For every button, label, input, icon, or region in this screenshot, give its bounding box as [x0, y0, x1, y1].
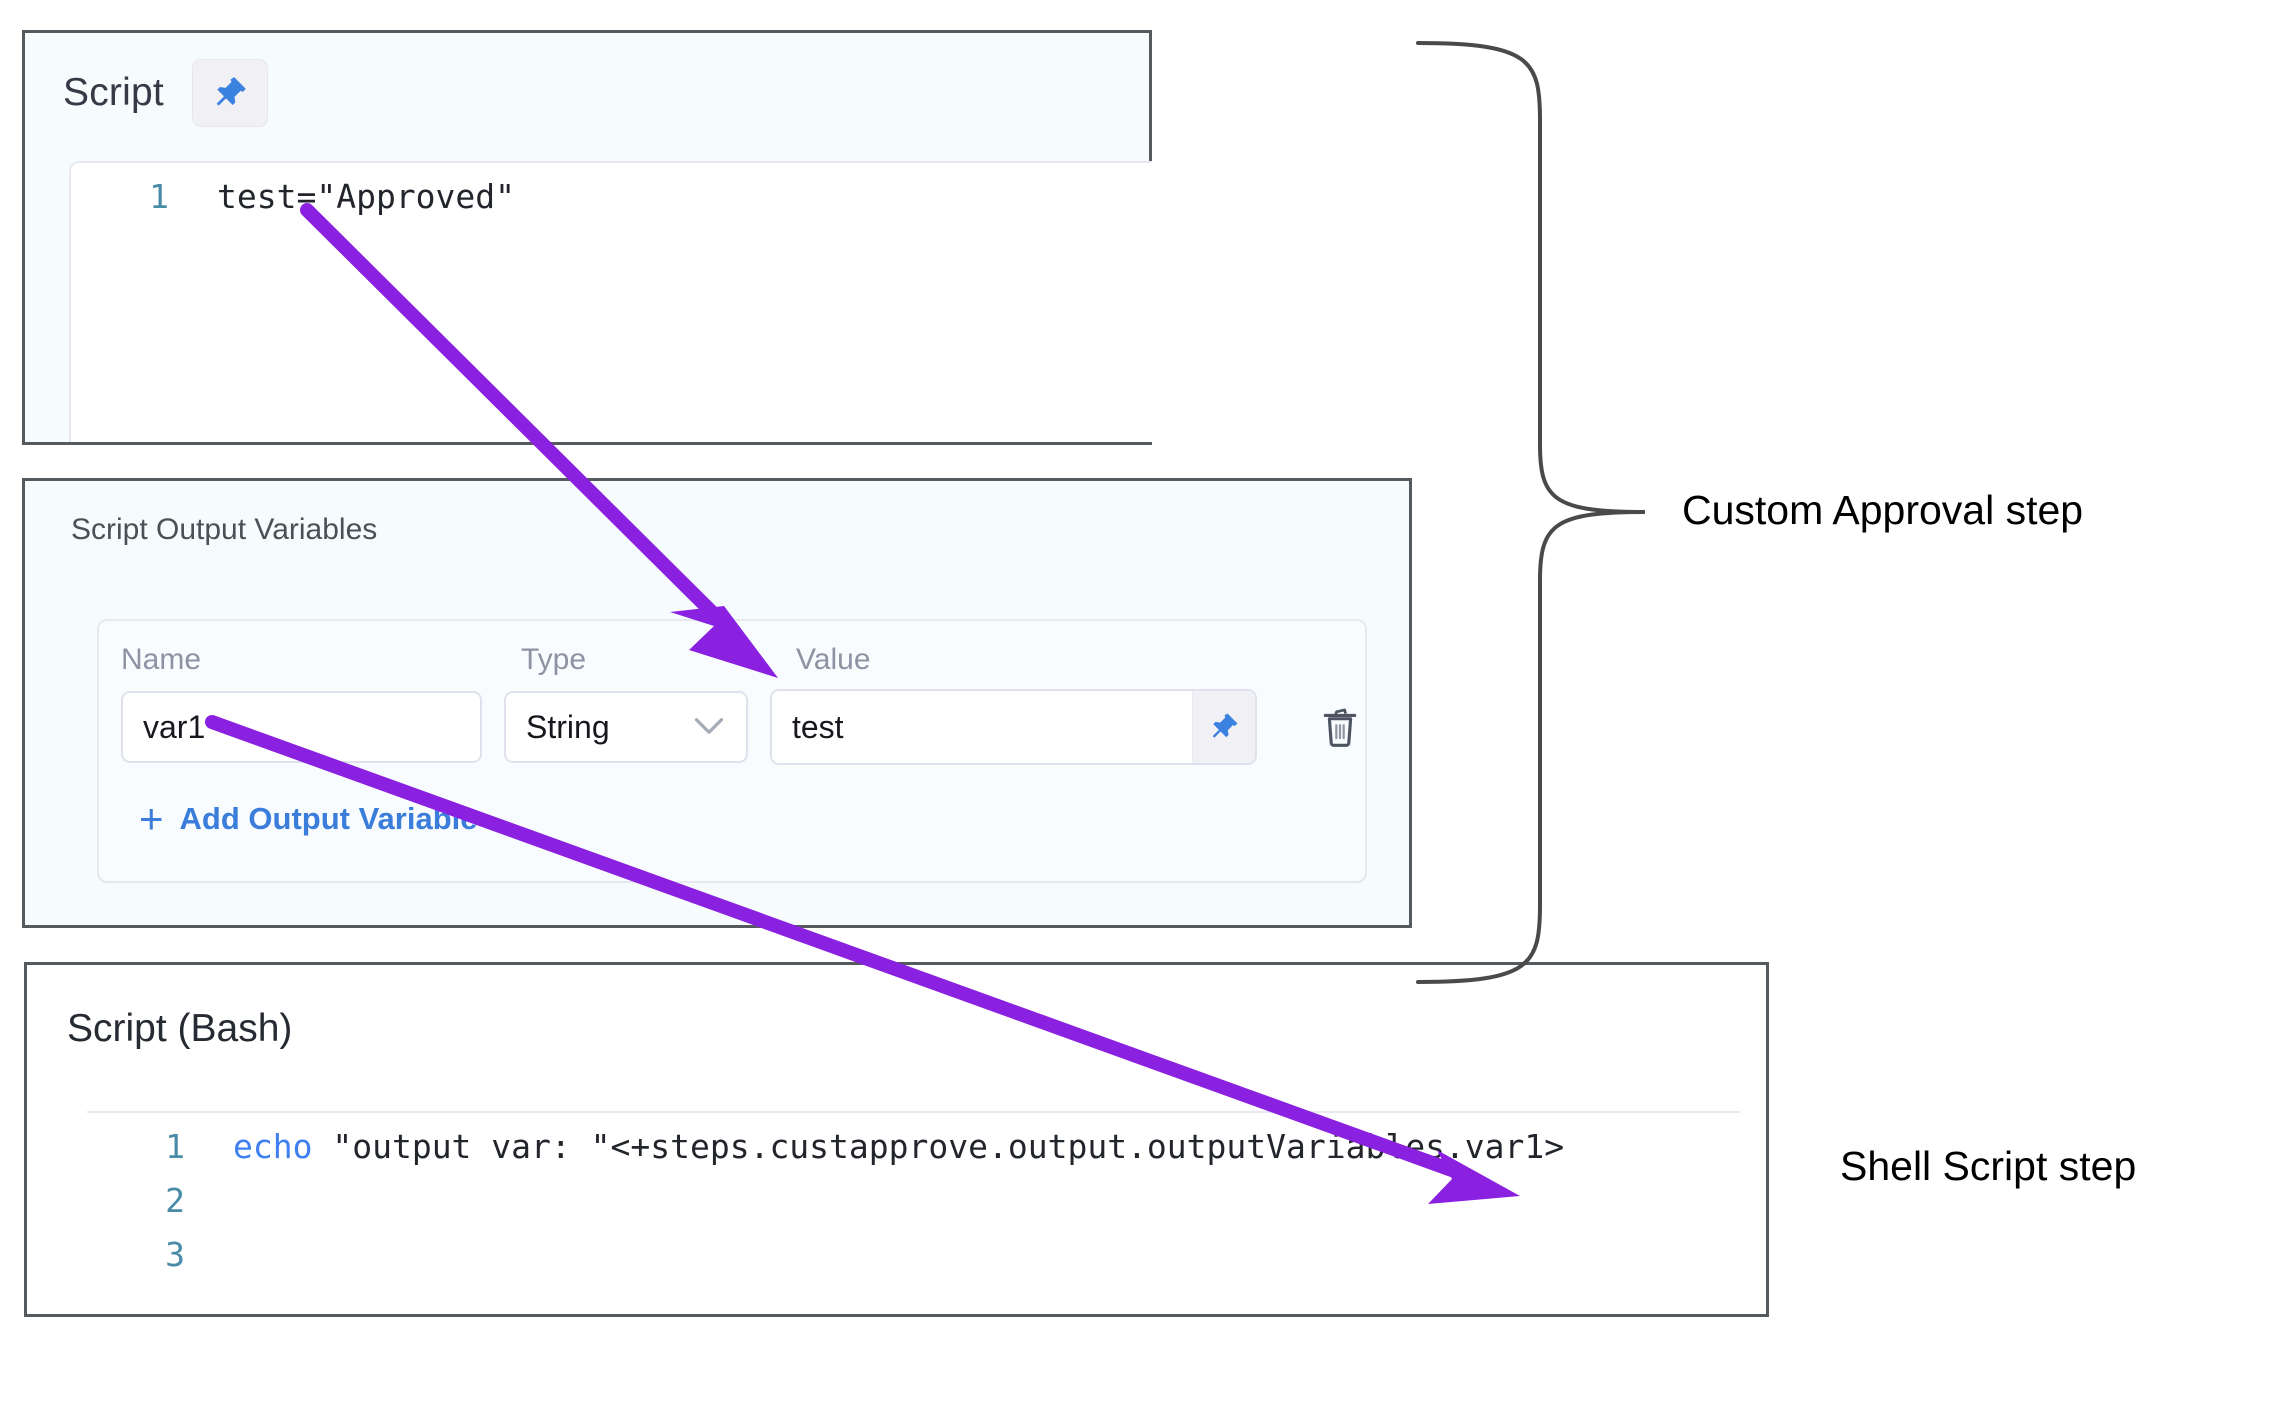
- column-header-name: Name: [121, 643, 202, 676]
- code-text: [185, 1167, 233, 1181]
- variable-type-value: String: [526, 708, 610, 745]
- code-line: 1 echo "output var: "<+steps.custapprove…: [87, 1113, 1740, 1167]
- code-line: 1 test="Approved": [71, 163, 1152, 217]
- pin-icon: [1212, 713, 1238, 738]
- delete-variable-button[interactable]: [1315, 704, 1365, 750]
- code-line: 3: [87, 1221, 1740, 1275]
- add-output-variable-button[interactable]: + Add Output Variable: [99, 765, 1365, 843]
- chevron-down-icon: [694, 714, 724, 740]
- line-number: 1: [149, 177, 169, 216]
- annotation-custom-approval-step: Custom Approval step: [1682, 487, 2084, 533]
- pin-icon: [216, 77, 246, 106]
- trash-icon: [1323, 708, 1357, 747]
- variable-type-select[interactable]: String: [504, 691, 748, 763]
- pin-icon-button[interactable]: [191, 59, 268, 127]
- script-output-variables-panel: Script Output Variables Name Type Value …: [22, 478, 1412, 928]
- bash-script-panel: Script (Bash) 1 echo "output var: "<+ste…: [24, 962, 1769, 1317]
- script-panel: Script 1 test="Approved": [22, 30, 1152, 445]
- variable-value-group: test: [769, 689, 1257, 765]
- value-pin-icon-button[interactable]: [1192, 691, 1255, 763]
- output-variables-card: Name Type Value var1 String test: [97, 619, 1367, 883]
- script-output-variables-title: Script Output Variables: [71, 513, 378, 546]
- bash-code-editor[interactable]: 1 echo "output var: "<+steps.custapprove…: [87, 1111, 1740, 1314]
- curly-brace-icon: [1416, 41, 1646, 984]
- code-keyword: echo: [233, 1127, 313, 1166]
- table-row: var1 String test: [99, 677, 1365, 765]
- code-text: test="Approved": [217, 177, 516, 216]
- table-header: Name Type Value: [99, 621, 1365, 677]
- add-output-variable-label: Add Output Variable: [179, 801, 478, 836]
- line-number: 3: [165, 1235, 185, 1274]
- variable-name-input[interactable]: var1: [121, 691, 483, 763]
- line-number: 2: [165, 1181, 185, 1220]
- variable-value-input[interactable]: test: [771, 691, 1193, 763]
- annotation-shell-script-step: Shell Script step: [1840, 1143, 2137, 1189]
- script-code-editor[interactable]: 1 test="Approved": [69, 161, 1152, 442]
- plus-icon: +: [139, 795, 164, 843]
- code-line: 2: [87, 1167, 1740, 1221]
- page-title: Script: [63, 71, 164, 114]
- column-header-type: Type: [521, 643, 587, 676]
- code-text: "output var: "<+steps.custapprove.output…: [312, 1127, 1565, 1166]
- code-text: [185, 1221, 233, 1235]
- script-panel-header: Script: [25, 33, 1149, 127]
- column-header-value: Value: [796, 643, 871, 676]
- bash-panel-title: Script (Bash): [67, 1007, 293, 1050]
- line-number: 1: [165, 1127, 185, 1166]
